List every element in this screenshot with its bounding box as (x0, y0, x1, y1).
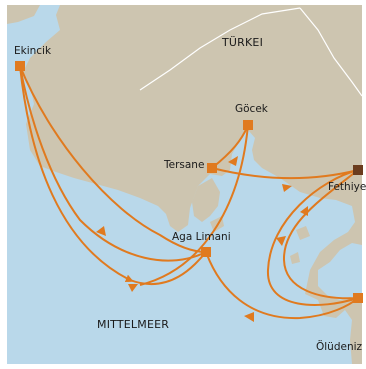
place-label-fethiye: Fethiye (328, 181, 366, 193)
arrow-icon (96, 226, 106, 236)
province-border (299, 7, 363, 97)
arrow-icon (300, 206, 308, 216)
marker-tersane[interactable] (207, 163, 217, 173)
place-label-ekincik: Ekincik (14, 45, 52, 57)
island (296, 226, 310, 240)
routes (19, 65, 359, 320)
route-ekincik-aga-inner (19, 65, 207, 253)
arrow-icon (228, 156, 238, 166)
route-oludeniz-fethiye-inner (282, 169, 359, 300)
place-label-aga-limani: Aga Limani (172, 231, 231, 243)
route-fethiye-oludeniz-outer (266, 169, 359, 306)
arrow-icon (244, 312, 254, 322)
region-label-sea: MITTELMEER (97, 318, 169, 331)
marker-gocek[interactable] (243, 120, 253, 130)
place-label-tersane: Tersane (163, 159, 204, 171)
mainland (22, 5, 362, 364)
place-label-oludeniz: Ölüdeniz (316, 340, 363, 353)
route-aga-oludeniz (205, 251, 359, 320)
marker-oludeniz[interactable] (353, 293, 363, 303)
route-tersane-fethiye (211, 167, 359, 180)
island (290, 252, 300, 264)
marker-fethiye[interactable] (353, 165, 363, 175)
province-border (139, 7, 301, 91)
place-label-gocek: Göcek (235, 103, 269, 115)
island-northwest (7, 5, 40, 24)
arrow-icon (276, 236, 286, 246)
marker-aga-limani[interactable] (201, 247, 211, 257)
arrow-icon (282, 184, 292, 192)
peninsula (192, 178, 220, 222)
route-aga-ekincik-inner (19, 65, 207, 262)
marker-ekincik[interactable] (15, 61, 25, 71)
route-ekincik-aga-outer (19, 65, 207, 286)
region-label-land: TÜRKEI (221, 36, 263, 49)
direction-arrows (96, 156, 308, 322)
route-gocek-ekincik (139, 124, 249, 286)
arrow-icon (128, 284, 138, 292)
